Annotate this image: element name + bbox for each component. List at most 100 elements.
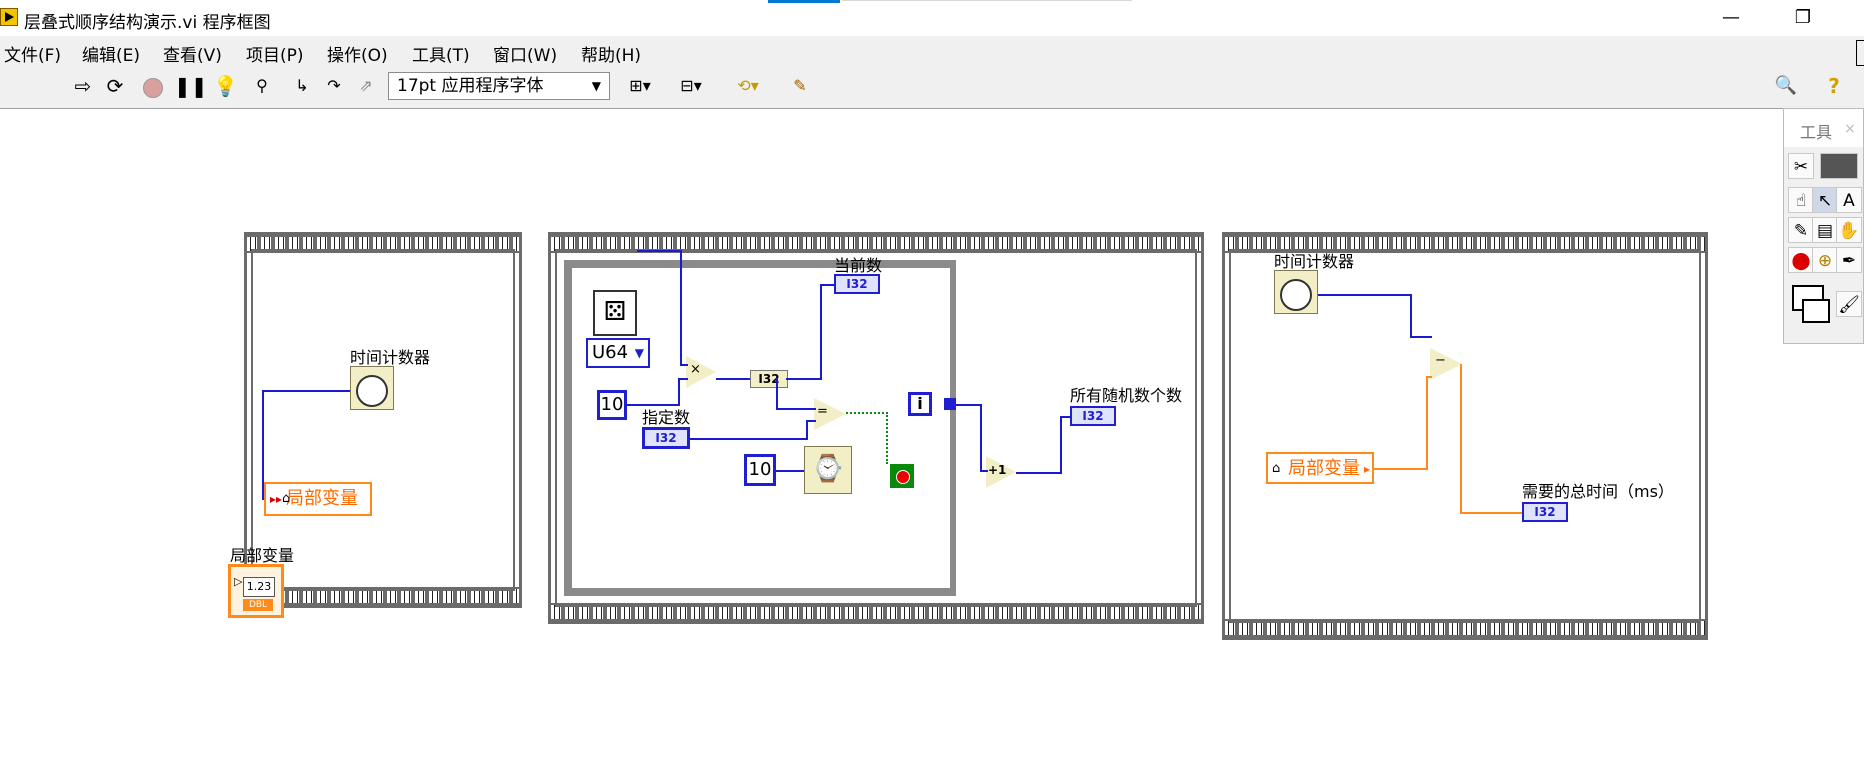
- wire: [690, 438, 808, 440]
- pause-icon[interactable]: ❚❚: [174, 74, 208, 98]
- step-out-icon[interactable]: ⇗: [359, 76, 373, 95]
- menu-bar: 文件(F) 编辑(E) 查看(V) 项目(P) 操作(O) 工具(T) 窗口(W…: [0, 36, 1864, 66]
- wait-ms-constant[interactable]: 10: [744, 454, 776, 486]
- connect-wire-tool-icon[interactable]: ✎: [1788, 217, 1814, 243]
- subtract-node[interactable]: [1430, 348, 1462, 380]
- menu-project[interactable]: 项目(P): [246, 46, 304, 66]
- sequence-frame-1[interactable]: [244, 232, 522, 608]
- wire: [637, 250, 682, 252]
- automatic-tool-indicator-icon: [1820, 153, 1858, 179]
- house-icon: ⌂: [1272, 461, 1281, 476]
- taskbar-tab-highlight: [768, 0, 840, 3]
- orange-wire: [1426, 376, 1428, 470]
- close-icon[interactable]: ×: [1840, 119, 1860, 139]
- menu-operate[interactable]: 操作(O): [327, 46, 388, 66]
- wire: [806, 420, 816, 422]
- help-icon[interactable]: ?: [1828, 74, 1840, 98]
- frame-film-bottom: [247, 587, 519, 605]
- frame-film-bottom: [551, 603, 1201, 621]
- step-over-icon[interactable]: ↷: [327, 76, 341, 95]
- random-number-dice-icon[interactable]: ⚄: [593, 290, 637, 336]
- object-shortcut-menu-tool-icon[interactable]: ▤: [1812, 217, 1838, 243]
- arrow-right-icon: ▸▸: [270, 492, 283, 506]
- tools-palette-title: 工具: [1800, 123, 1833, 142]
- current-number-label: 当前数: [834, 256, 883, 275]
- retain-wire-values-icon[interactable]: ⚲: [256, 76, 268, 95]
- tick-count-clock-icon[interactable]: [1274, 270, 1318, 314]
- multiply-node[interactable]: [686, 356, 716, 388]
- local-variable-control-label: 局部变量: [230, 546, 295, 565]
- iteration-terminal: i: [908, 392, 932, 416]
- equal-node[interactable]: [814, 398, 846, 430]
- highlight-execution-icon[interactable]: 💡: [213, 74, 238, 98]
- orange-wire: [1460, 512, 1522, 514]
- constant-10[interactable]: 10: [597, 390, 627, 420]
- wire: [716, 378, 750, 380]
- random-type-select[interactable]: U64 ▼: [586, 338, 650, 368]
- edit-text-tool-icon[interactable]: A: [1836, 187, 1862, 213]
- minimize-button[interactable]: —: [1722, 7, 1740, 28]
- wait-ms-watch-icon[interactable]: ⌚: [804, 446, 852, 494]
- menu-file[interactable]: 文件(F): [4, 46, 62, 66]
- tools-palette-titlebar: 工具 ×: [1784, 109, 1863, 147]
- menu-view[interactable]: 查看(V): [163, 46, 222, 66]
- wire: [776, 378, 778, 410]
- distribute-objects-icon[interactable]: ⊟▾: [680, 76, 702, 95]
- frame-inner-border: [251, 249, 515, 591]
- menu-help[interactable]: 帮助(H): [581, 46, 642, 66]
- wire: [980, 470, 988, 472]
- toolbar: ⇨ ⟳ ❚❚ 💡 ⚲ ↳ ↷ ⇗ 17pt 应用程序字体 ▼ ⊞▾ ⊟▾ ⟲▾ …: [0, 66, 1864, 109]
- scroll-window-tool-icon[interactable]: ✋: [1836, 217, 1862, 243]
- tick-count-label-2: 时间计数器: [1274, 252, 1355, 271]
- tick-count-clock-icon[interactable]: [350, 366, 394, 410]
- chevron-down-icon: ▼: [634, 346, 644, 360]
- loop-tunnel: [944, 398, 956, 410]
- tick-count-label-1: 时间计数器: [350, 348, 431, 367]
- wire: [680, 364, 688, 366]
- automatic-tool-icon[interactable]: ✂: [1788, 153, 1814, 179]
- wire: [956, 404, 982, 406]
- wire: [980, 404, 982, 472]
- local-variable-write-1[interactable]: ▸▸ ⌂ 局部变量: [264, 482, 372, 516]
- elapsed-time-indicator[interactable]: I32: [1522, 502, 1568, 522]
- search-icon[interactable]: 🔍: [1774, 75, 1798, 96]
- local-variable-name: 局部变量: [1288, 458, 1360, 479]
- loop-condition-stop-icon[interactable]: [890, 464, 914, 488]
- wire: [776, 470, 804, 472]
- wire: [1060, 416, 1070, 418]
- local-variable-control[interactable]: ▷ 1.23 DBL: [228, 564, 284, 618]
- set-breakpoint-tool-icon[interactable]: ⬤: [1788, 247, 1814, 273]
- local-variable-read-3[interactable]: ⌂ 局部变量 ▸: [1266, 452, 1374, 484]
- get-color-tool-icon[interactable]: ✒: [1836, 247, 1862, 273]
- orange-wire: [1460, 364, 1462, 514]
- wire: [680, 250, 682, 364]
- frame-inner-border: [555, 249, 1197, 607]
- align-objects-icon[interactable]: ⊞▾: [629, 76, 651, 95]
- menu-window[interactable]: 窗口(W): [493, 46, 558, 66]
- restore-button[interactable]: ❐: [1794, 7, 1812, 28]
- wire: [786, 378, 822, 380]
- step-into-icon[interactable]: ↳: [295, 76, 309, 95]
- block-diagram[interactable]: 时间计数器 ▸▸ ⌂ 局部变量 ⚄ U64 ▼ 10 × I32 当前数 I32…: [0, 108, 1864, 765]
- font-select[interactable]: 17pt 应用程序字体 ▼: [388, 72, 610, 100]
- menu-edit[interactable]: 编辑(E): [82, 46, 141, 66]
- taskbar-tab-divider: [842, 0, 1132, 1]
- abort-icon[interactable]: [141, 74, 165, 98]
- wire: [1410, 336, 1432, 338]
- current-number-indicator[interactable]: I32: [834, 274, 880, 294]
- run-arrow-icon[interactable]: ⇨: [74, 74, 92, 98]
- position-select-tool-icon[interactable]: ↖: [1812, 187, 1838, 213]
- menu-tools[interactable]: 工具(T): [412, 46, 470, 66]
- arrow-right-icon: ▷: [234, 575, 243, 588]
- set-color-tool-icon[interactable]: [1788, 281, 1832, 329]
- random-type-value: U64: [592, 342, 629, 363]
- increment-node[interactable]: [986, 456, 1016, 488]
- cleanup-diagram-icon[interactable]: ✎: [793, 76, 807, 95]
- total-random-count-indicator[interactable]: I32: [1070, 406, 1116, 426]
- to-i32-convert-node[interactable]: I32: [750, 370, 788, 388]
- run-continuous-icon[interactable]: ⟳: [106, 74, 124, 98]
- reorder-icon[interactable]: ⟲▾: [737, 76, 759, 95]
- target-number-control[interactable]: I32: [642, 427, 690, 449]
- paintbrush-icon[interactable]: 🖌: [1836, 291, 1862, 317]
- while-loop[interactable]: [564, 260, 956, 596]
